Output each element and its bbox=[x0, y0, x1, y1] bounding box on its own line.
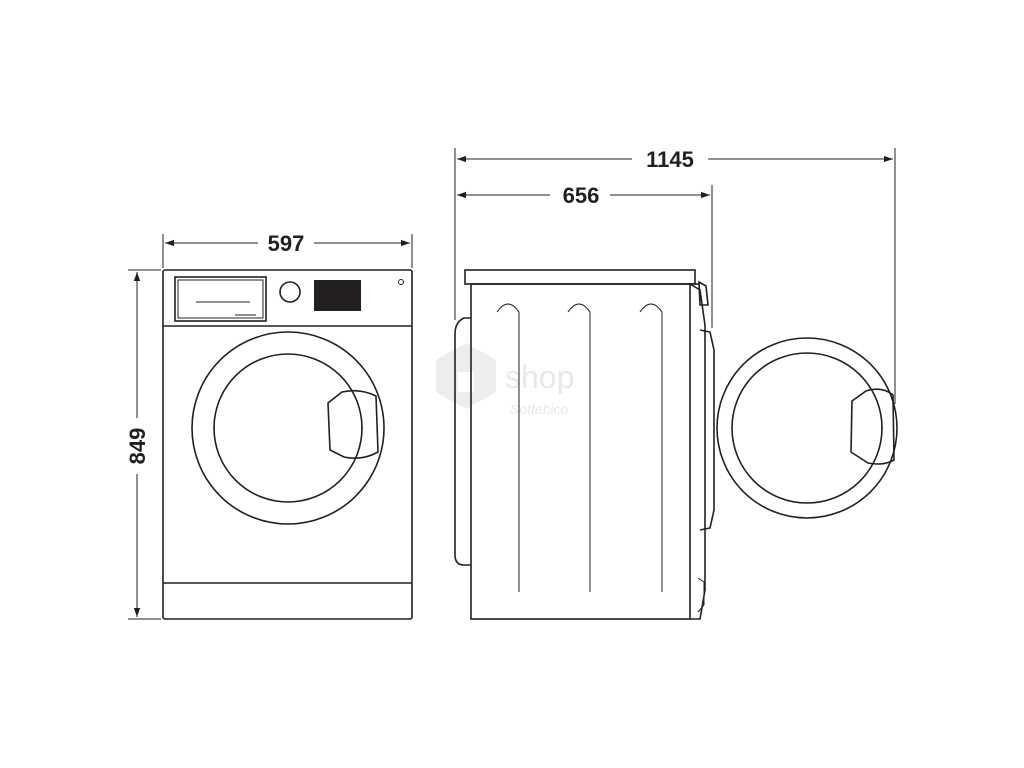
detergent-drawer bbox=[174, 276, 267, 322]
watermark-text-sub: Sottebico bbox=[510, 401, 569, 417]
width-dimension: 597 bbox=[162, 231, 413, 268]
front-body-outline bbox=[162, 269, 413, 620]
control-display bbox=[314, 280, 361, 311]
side-top-lid bbox=[464, 269, 696, 285]
open-door bbox=[716, 337, 898, 519]
side-rear-bulge bbox=[454, 317, 471, 566]
side-body-outline bbox=[470, 283, 691, 620]
front-view bbox=[162, 269, 413, 620]
watermark-text-main: shop bbox=[505, 359, 574, 395]
depth-label: 656 bbox=[563, 183, 600, 208]
side-front-panel bbox=[689, 283, 706, 620]
height-label: 849 bbox=[125, 428, 150, 465]
watermark-logo-icon bbox=[436, 343, 496, 409]
shop-watermark: shop Sottebico bbox=[436, 343, 574, 417]
depth-door-open-dimension: 1145 bbox=[454, 147, 896, 404]
power-indicator bbox=[398, 279, 404, 285]
side-view bbox=[454, 269, 715, 620]
program-knob bbox=[279, 281, 301, 303]
side-ribs bbox=[496, 303, 663, 592]
side-control-knob bbox=[698, 280, 709, 306]
depth-dimension: 656 bbox=[454, 183, 713, 328]
depth-door-open-label: 1145 bbox=[646, 147, 694, 172]
front-door bbox=[191, 331, 385, 525]
side-door-hinge bbox=[699, 329, 715, 531]
width-label: 597 bbox=[268, 231, 305, 256]
height-dimension: 849 bbox=[125, 269, 161, 620]
